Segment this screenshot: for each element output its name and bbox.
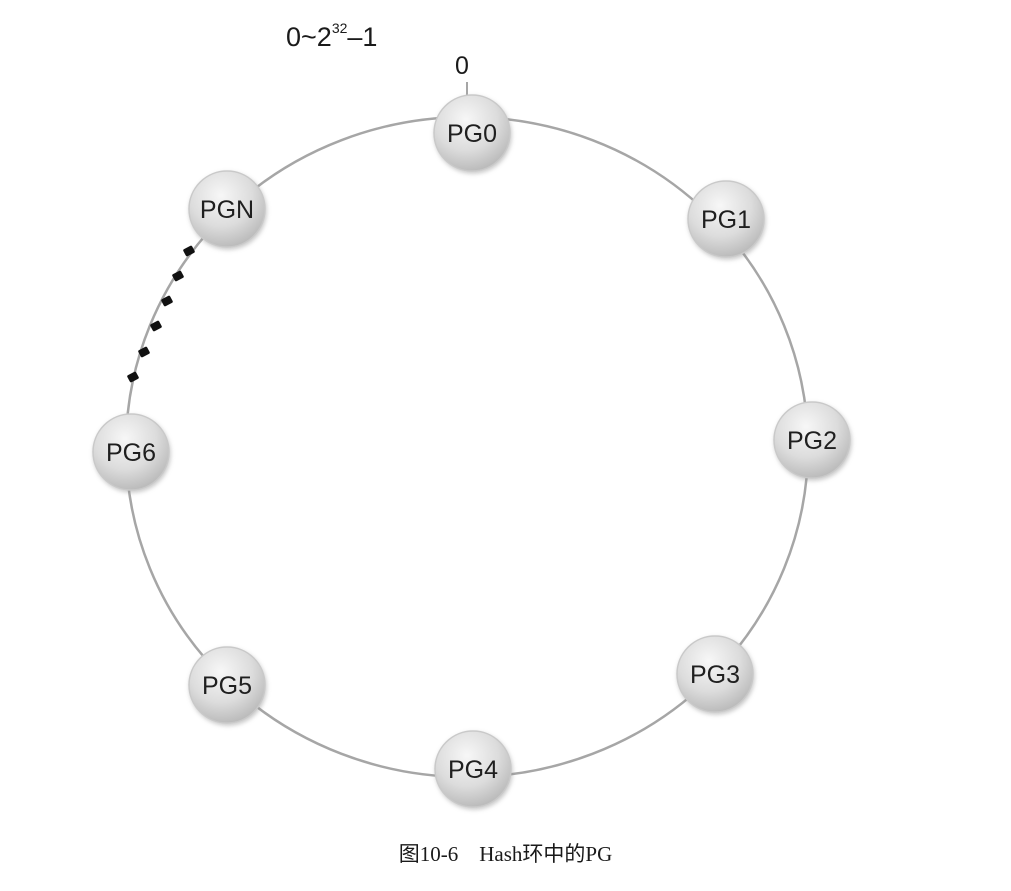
ellipsis-dot: [172, 270, 184, 282]
hash-range-label: 0~232–1: [286, 20, 378, 53]
node-circle: [433, 94, 511, 172]
node-label: PG4: [448, 756, 498, 784]
ellipsis-dot: [138, 346, 150, 358]
ellipsis-dot: [127, 371, 139, 383]
hash-range-base: 0~2: [286, 22, 332, 52]
node-circle: [676, 635, 754, 713]
ring-node-pg0: PG0: [433, 94, 511, 172]
ring-node-pg4: PG4: [434, 730, 512, 808]
node-circle: [434, 730, 512, 808]
node-label: PG2: [787, 427, 837, 455]
node-circle: [773, 401, 851, 479]
ellipsis-dot: [161, 295, 173, 307]
node-circle: [687, 180, 765, 258]
ellipsis-dot: [183, 245, 195, 257]
node-label: PG3: [690, 661, 740, 689]
node-circle: [188, 170, 266, 248]
node-circle: [92, 413, 170, 491]
hash-range-suffix: –1: [347, 22, 378, 52]
ring-node-pgn: PGN: [188, 170, 266, 248]
node-label: PG6: [106, 439, 156, 467]
ring-node-pg6: PG6: [92, 413, 170, 491]
ring-origin-label: 0: [455, 52, 469, 80]
figure-caption: 图10-6 Hash环中的PG: [398, 842, 613, 866]
node-label: PG1: [701, 206, 751, 234]
node-circle: [188, 646, 266, 724]
node-label: PG5: [202, 672, 252, 700]
ring-node-pg3: PG3: [676, 635, 754, 713]
hash-range-exponent: 32: [331, 20, 348, 36]
ring-node-pg2: PG2: [773, 401, 851, 479]
node-label: PG0: [447, 120, 497, 148]
node-label: PGN: [200, 196, 254, 224]
ellipsis-dot: [150, 320, 162, 332]
ring-node-pg1: PG1: [687, 180, 765, 258]
ring-node-pg5: PG5: [188, 646, 266, 724]
